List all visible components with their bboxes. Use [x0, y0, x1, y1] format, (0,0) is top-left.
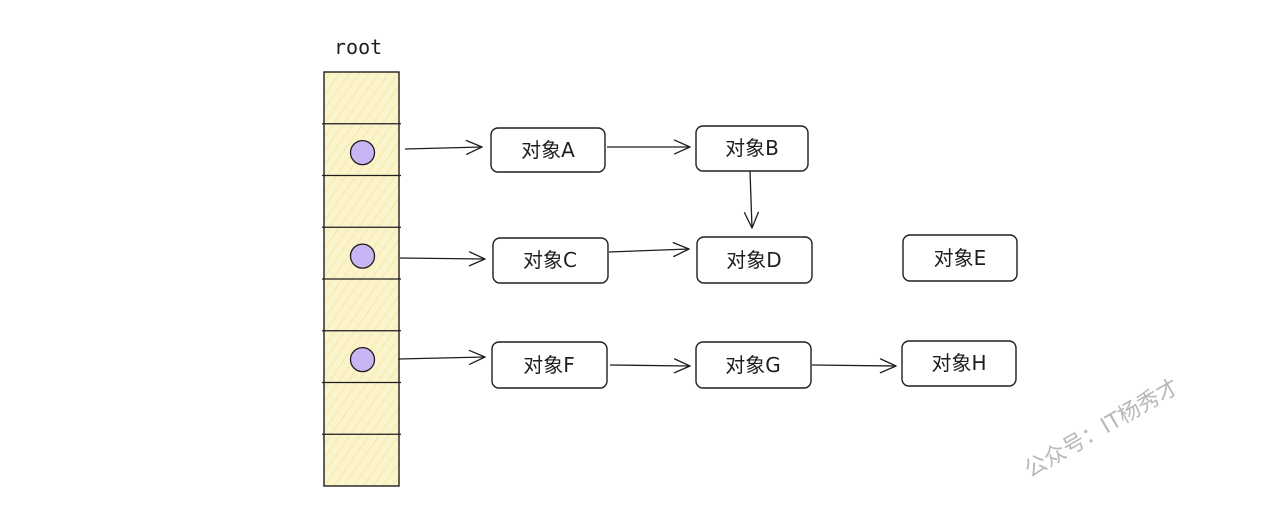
arrowhead-stroke	[468, 356, 486, 365]
node-C-label: 对象C	[523, 248, 577, 272]
edge-B-to-D	[743, 170, 760, 229]
node-B-label: 对象B	[725, 136, 779, 160]
node-E: 对象E	[902, 234, 1018, 282]
edge-line	[811, 364, 897, 367]
node-F: 对象F	[491, 341, 608, 389]
node-H-label: 对象H	[931, 351, 986, 375]
root-stack: root	[322, 35, 401, 487]
arrowhead-stroke	[751, 211, 760, 229]
edge-root-cell-3-to-C	[399, 251, 486, 267]
edge-line	[399, 257, 486, 260]
arrowhead-stroke	[879, 358, 897, 367]
edge-line	[397, 356, 486, 360]
edge-line	[749, 170, 753, 229]
node-G-box	[695, 341, 812, 389]
arrowhead-stroke	[672, 242, 690, 250]
edges	[397, 139, 897, 374]
node-A-box	[490, 127, 606, 173]
edge-root-cell-5-to-F	[397, 349, 486, 365]
node-B: 对象B	[695, 125, 809, 172]
edge-line	[609, 364, 691, 367]
watermark: 公众号：IT杨秀才	[1021, 375, 1184, 484]
node-G: 对象G	[695, 341, 812, 389]
node-F-box	[491, 341, 608, 389]
arrowhead-stroke	[673, 365, 691, 374]
node-D-label: 对象D	[726, 248, 781, 272]
arrowhead-stroke	[673, 358, 691, 367]
arrowhead-stroke	[673, 146, 691, 155]
node-D-box	[696, 236, 813, 284]
arrowhead-stroke	[468, 251, 486, 260]
root-pointer-dot-1	[349, 139, 376, 166]
node-B-box	[695, 125, 809, 172]
node-A-label: 对象A	[521, 138, 575, 162]
node-E-label: 对象E	[934, 246, 987, 270]
node-C: 对象C	[492, 237, 609, 284]
edge-F-to-G	[609, 358, 691, 374]
arrowhead-stroke	[468, 349, 486, 358]
edge-G-to-H	[811, 358, 897, 374]
arrowhead-stroke	[879, 365, 897, 374]
root-pointer-dot-5	[349, 346, 376, 373]
edge-C-to-D	[608, 242, 690, 258]
object-nodes: 对象A 对象B 对象C 对象D 对象E 对象F 对象G 对象H	[490, 125, 1018, 389]
arrowhead-stroke	[743, 212, 753, 229]
node-C-box	[492, 237, 609, 284]
node-D: 对象D	[696, 236, 813, 284]
node-E-box	[902, 234, 1018, 282]
node-G-label: 对象G	[725, 353, 781, 377]
edge-root-cell-1-to-A	[404, 139, 483, 155]
edge-line	[608, 248, 690, 253]
edge-line	[404, 146, 483, 150]
node-A: 对象A	[490, 127, 606, 173]
root-label: root	[334, 35, 382, 59]
node-H: 对象H	[901, 340, 1017, 387]
node-F-label: 对象F	[523, 353, 575, 377]
arrowhead-stroke	[673, 139, 691, 148]
arrowhead-stroke	[466, 146, 483, 155]
arrowhead-stroke	[673, 248, 690, 258]
node-H-box	[901, 340, 1017, 387]
root-pointer-dot-3	[349, 243, 376, 269]
arrowhead-stroke	[468, 258, 486, 267]
edge-A-to-B	[607, 139, 691, 155]
arrowhead-stroke	[465, 139, 483, 148]
